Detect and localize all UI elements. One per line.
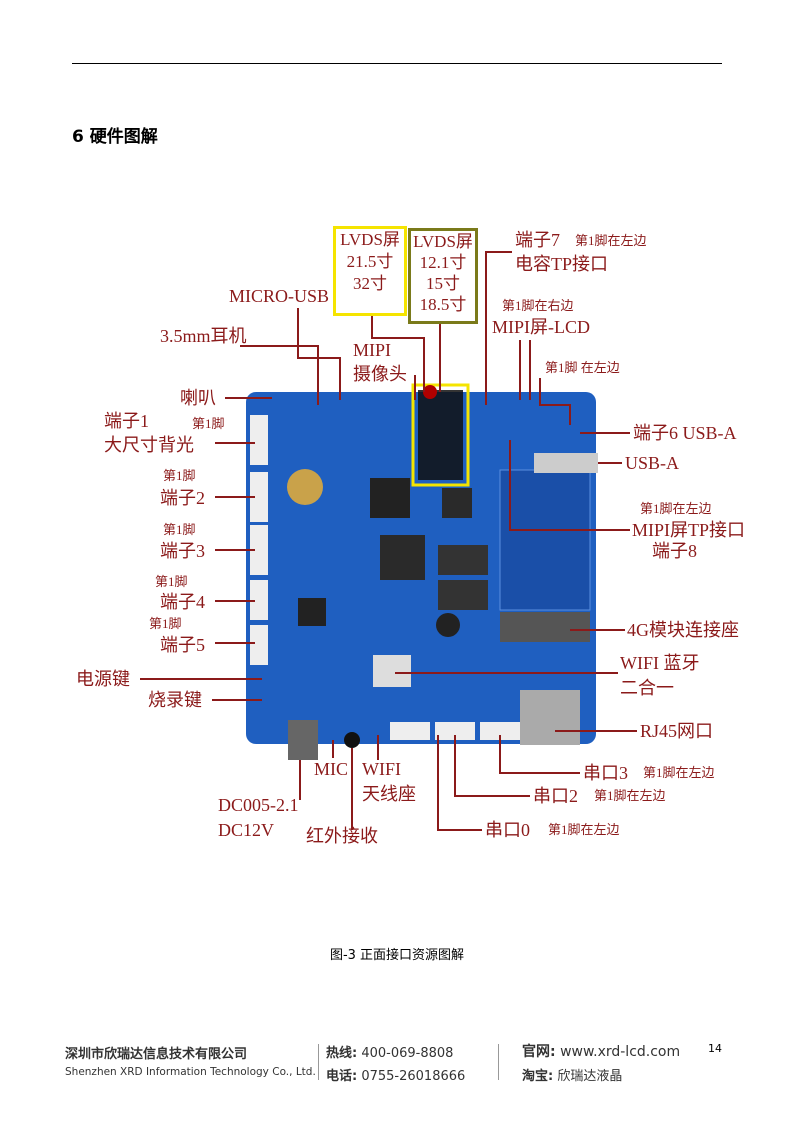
label-wifi-ant: WIFI — [362, 759, 401, 779]
label-pin: 第1脚在左边 — [640, 501, 712, 516]
label-uart3: 串口3 — [583, 763, 628, 783]
phone-label: 电话: — [326, 1069, 358, 1084]
connector — [250, 472, 268, 522]
company-en: Shenzhen XRD Information Technology Co.,… — [65, 1066, 316, 1078]
box-line: 12.1寸 — [419, 253, 467, 272]
label-camera: 摄像头 — [353, 364, 407, 384]
phone: 0755-26018666 — [361, 1069, 466, 1084]
callout-lines — [140, 251, 637, 831]
section-heading: 6 硬件图解 — [72, 127, 158, 147]
label-combo: 二合一 — [620, 678, 674, 698]
label-burn-key: 烧录键 — [148, 690, 202, 710]
shop-label: 淘宝: — [522, 1069, 554, 1084]
rj45-port — [520, 690, 580, 745]
box-line: 32寸 — [353, 274, 387, 293]
label-wifi-bt: WIFI 蓝牙 — [620, 653, 700, 673]
label-pin: 第1脚在左边 — [548, 822, 620, 837]
wifi-module — [373, 655, 411, 687]
lvds-pin1-marker — [423, 385, 437, 399]
label-terminal4: 端子4 — [160, 592, 205, 612]
label-terminal5: 端子5 — [160, 635, 205, 655]
label-micro-usb: MICRO-USB — [229, 286, 330, 306]
label-pin: 第1脚 — [163, 522, 196, 537]
ram-chip — [438, 580, 488, 610]
label-4g: 4G模块连接座 — [627, 620, 739, 640]
box-line: 21.5寸 — [346, 252, 394, 271]
label-pin: 第1脚在右边 — [502, 298, 574, 313]
label-pin: 第1脚在左边 — [643, 765, 715, 780]
label-pin: 第1脚 — [149, 616, 182, 631]
label-speaker: 喇叭 — [180, 388, 216, 408]
usb-a-port — [534, 453, 598, 473]
connector — [250, 580, 268, 620]
page-number: 14 — [708, 1042, 722, 1055]
box-line: LVDS屏 — [413, 232, 473, 251]
lvds-connector — [418, 390, 463, 480]
connector — [390, 722, 430, 740]
label-uart2: 串口2 — [533, 786, 578, 806]
label-ir: 红外接收 — [306, 826, 378, 846]
label-backlight: 大尺寸背光 — [104, 435, 194, 455]
divider — [498, 1044, 499, 1080]
label-terminal7: 端子7 — [515, 230, 560, 250]
label-pin: 第1脚 — [155, 574, 188, 589]
label-terminal2: 端子2 — [160, 488, 205, 508]
box-line: LVDS屏 — [340, 230, 400, 249]
label-pin: 第1脚 — [163, 468, 196, 483]
box-line: 15寸 — [426, 274, 460, 293]
company-cn: 深圳市欣瑞达信息技术有限公司 — [65, 1047, 248, 1062]
connector — [250, 625, 268, 665]
shop: 欣瑞达液晶 — [557, 1069, 623, 1084]
divider — [318, 1044, 319, 1080]
connector — [250, 525, 268, 575]
lvds-small-box: LVDS屏 12.1寸 15寸 18.5寸 — [408, 228, 478, 324]
ir-receiver — [344, 732, 360, 748]
label-mipi-lcd: MIPI屏-LCD — [492, 317, 590, 337]
label-pin: 第1脚在左边 — [575, 233, 647, 248]
web-label: 官网: — [522, 1044, 556, 1060]
label-terminal6: 端子6 USB-A — [633, 423, 737, 443]
label-dc005: DC005-2.1 — [218, 795, 299, 815]
header-rule — [72, 63, 722, 64]
label-terminal3: 端子3 — [160, 541, 205, 561]
label-rj45: RJ45网口 — [640, 721, 714, 741]
connector — [435, 722, 475, 740]
connector — [250, 415, 268, 465]
label-pin: 第1脚 — [192, 416, 225, 431]
label-dc12v: DC12V — [218, 820, 275, 840]
figure-caption: 图-3 正面接口资源图解 — [329, 948, 465, 963]
label-antenna: 天线座 — [362, 784, 416, 804]
hotline: 400-069-8808 — [361, 1046, 454, 1061]
buzzer — [436, 613, 460, 637]
mipi-area — [499, 469, 591, 611]
cpu-chip — [380, 535, 425, 580]
label-usb-a: USB-A — [625, 453, 680, 473]
website-link[interactable]: www.xrd-lcd.com — [560, 1044, 681, 1060]
chip — [442, 488, 472, 518]
chip — [298, 598, 326, 626]
label-terminal1: 端子1 — [104, 411, 149, 431]
label-mic: MIC — [314, 759, 349, 779]
hotline-label: 热线: — [326, 1046, 358, 1061]
label-pin: 第1脚在左边 — [594, 788, 666, 803]
label-power-key: 电源键 — [76, 669, 130, 689]
label-terminal8: 端子8 — [652, 541, 697, 561]
label-pin: 第1脚 在左边 — [545, 360, 620, 375]
box-line: 18.5寸 — [419, 295, 467, 314]
dc-jack — [288, 720, 318, 760]
lvds-large-box: LVDS屏 21.5寸 32寸 — [333, 226, 407, 316]
label-uart0: 串口0 — [485, 820, 530, 840]
label-mipi-tp: MIPI屏TP接口 — [632, 520, 746, 540]
soc-chip — [370, 478, 410, 518]
connector — [480, 722, 520, 740]
ram-chip — [438, 545, 488, 575]
label-cap-tp: 电容TP接口 — [515, 254, 609, 274]
4g-socket — [500, 612, 590, 642]
battery-holder — [287, 469, 323, 505]
label-mipi: MIPI — [353, 340, 392, 360]
label-earphone: 3.5mm耳机 — [160, 326, 247, 346]
